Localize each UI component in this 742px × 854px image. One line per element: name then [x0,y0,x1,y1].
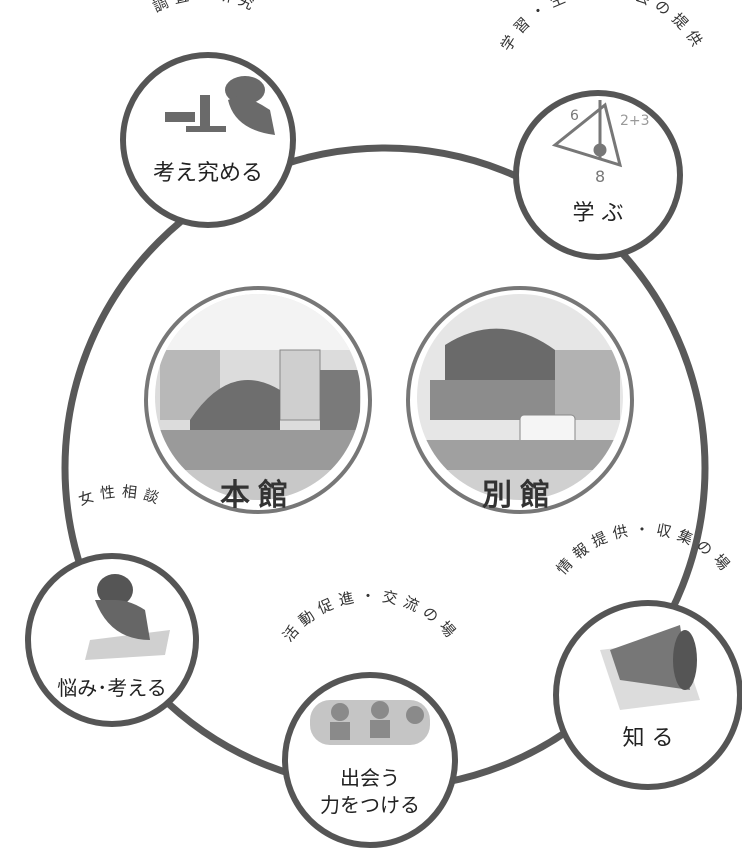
node-label-know: 知 る [623,726,674,751]
building-label-bekkan: 別館 [482,478,558,513]
node-label-worry: 悩み･考える [57,676,166,700]
svg-text:6: 6 [570,108,579,124]
node-meet[interactable]: 出会う 力をつける 活動促進・交流の場 [279,587,463,848]
node-learn[interactable]: 6 2+3 8 学 ぶ 学習・生涯の機会の提供 [497,0,709,260]
building-honkan[interactable]: 本館 [144,286,372,514]
arc-text-research: 調査・研究 [150,0,262,16]
svg-text:2+3: 2+3 [620,113,650,129]
node-label-learn: 学 ぶ [573,201,624,226]
building-bekkan[interactable]: 別館 [406,286,634,514]
node-know[interactable]: 知 る 情報提供・収集の場 [553,520,742,790]
honkan-photo [155,294,361,500]
arc-text-meet: 活動促進・交流の場 [279,587,463,645]
megaphone-icon [600,625,700,710]
node-research[interactable]: 考え究める 調査・研究 [120,0,296,228]
meeting-people-icon [310,700,430,745]
microscope-icon [165,76,275,135]
math-tools-icon: 6 2+3 8 [551,100,650,186]
node-label-research: 考え究める [153,161,263,186]
arc-text-worry: 女性相談 [76,482,167,509]
arc-text-learn: 学習・生涯の機会の提供 [497,0,709,54]
node-label-meet-1: 出会う [340,766,400,790]
node-worry[interactable]: 悩み･考える 女性相談 [25,482,199,727]
arc-text-know: 情報提供・収集の場 [553,520,737,578]
building-label-honkan: 本館 [220,478,296,513]
svg-text:8: 8 [595,167,605,186]
node-label-meet-2: 力をつける [320,793,420,817]
thinking-person-icon [85,574,170,660]
